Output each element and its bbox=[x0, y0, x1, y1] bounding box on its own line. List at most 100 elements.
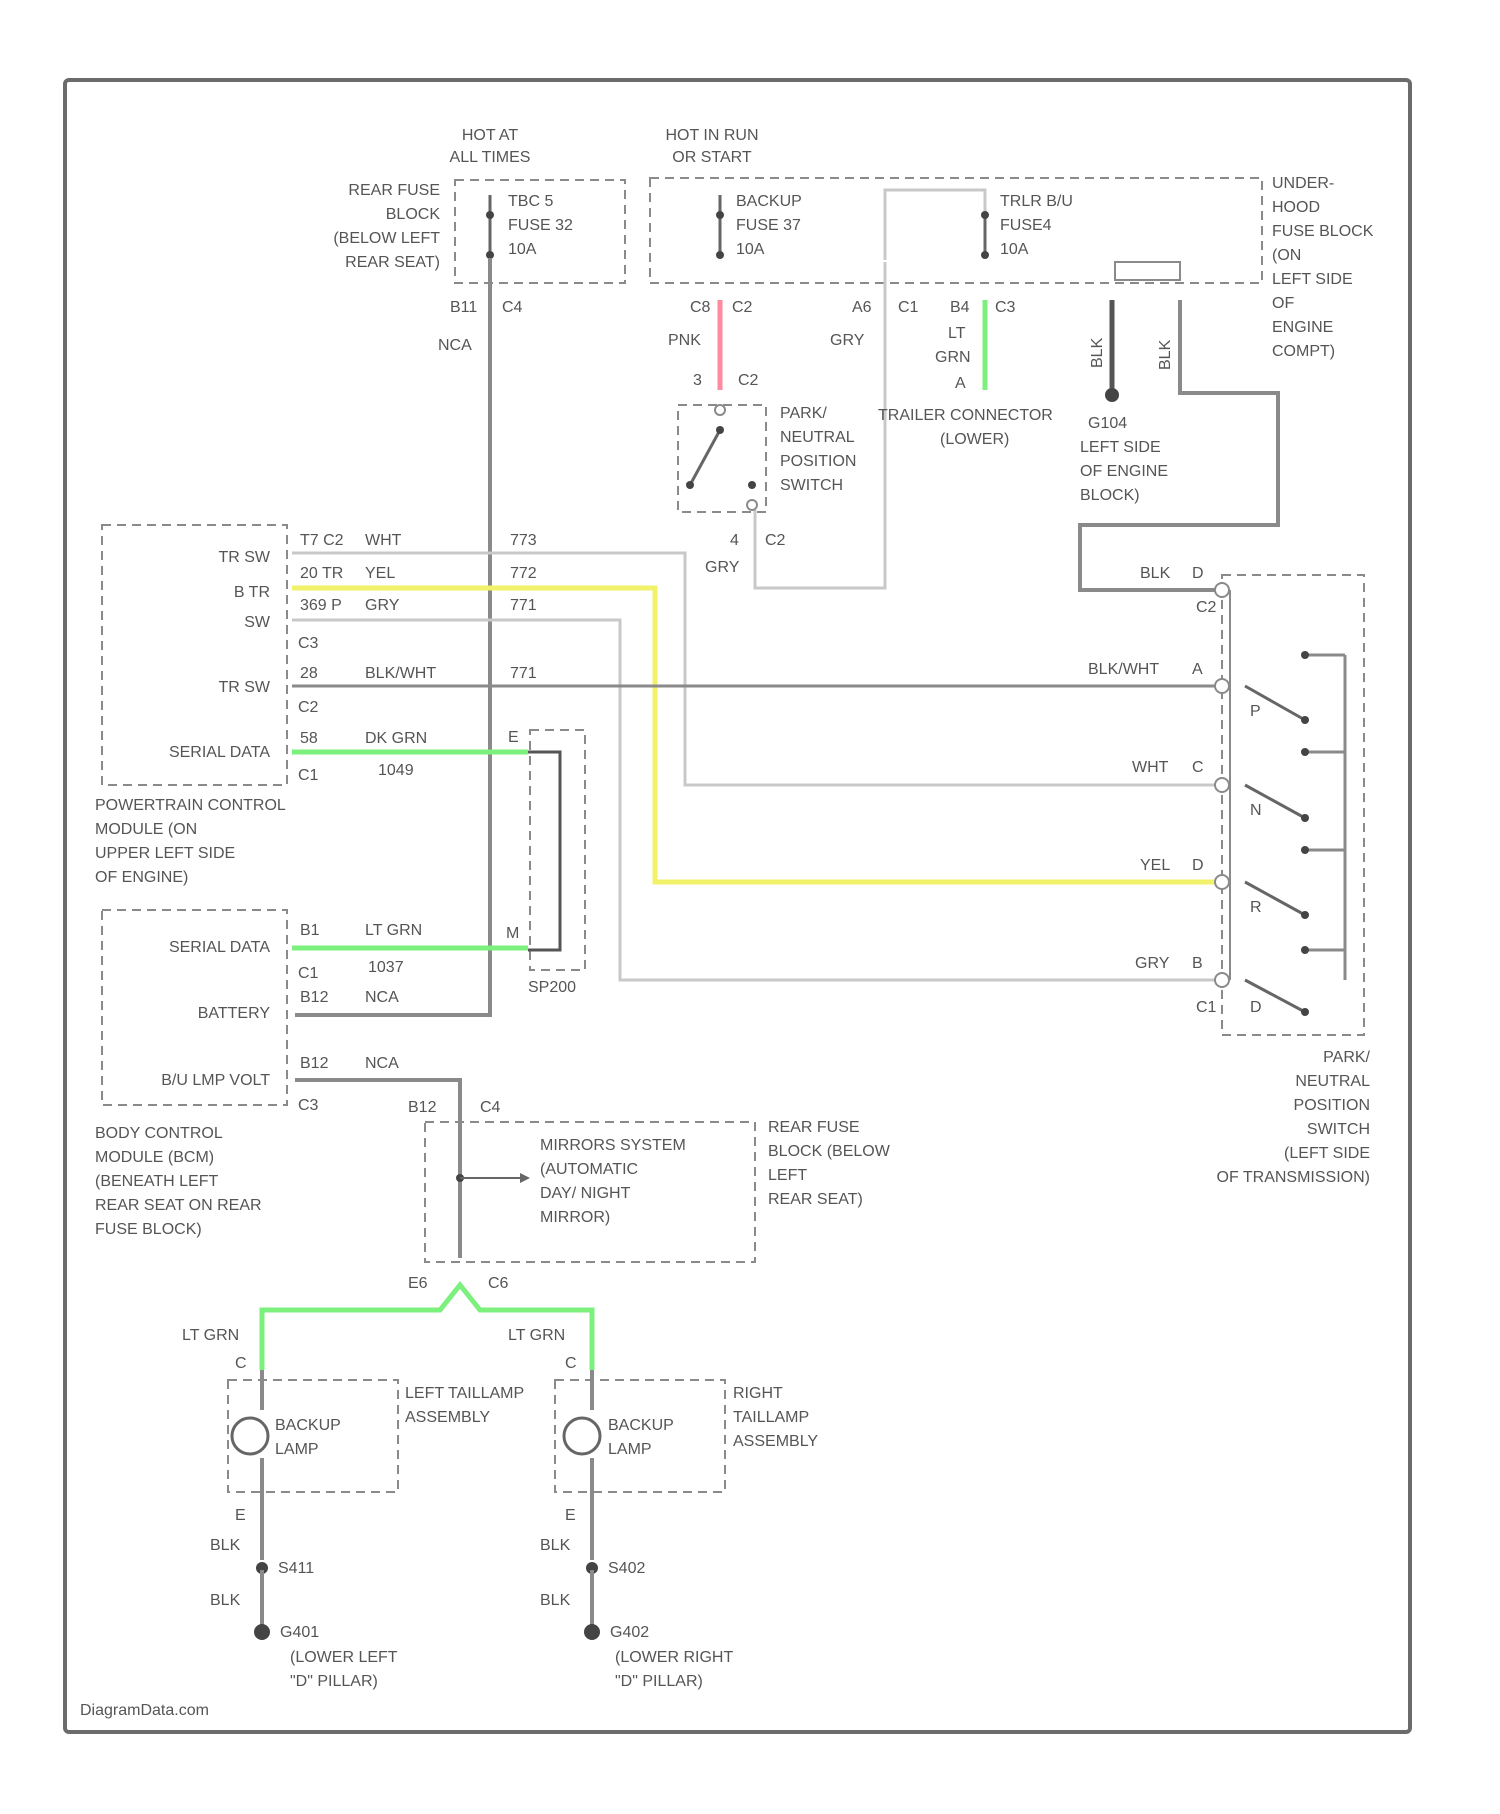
pcm-circuit: 1049 bbox=[378, 762, 414, 779]
trailer-label: TRAILER CONNECTOR(LOWER) bbox=[878, 407, 1053, 448]
pcm-pin-name: TR SW bbox=[218, 679, 270, 696]
pcm-pin-name: SERIAL DATA bbox=[169, 744, 270, 761]
splice-id: SP200 bbox=[528, 979, 576, 996]
pnp-top-pin4: 4 bbox=[730, 532, 739, 549]
pnp-right-pos: D bbox=[1250, 999, 1262, 1016]
right-lamp-wire-top: LT GRN bbox=[508, 1327, 565, 1344]
pcm-pin-num: 58 bbox=[300, 730, 318, 747]
conn-c3: C3 bbox=[995, 299, 1016, 316]
pnp-right-wire: YEL bbox=[1140, 857, 1170, 874]
pnp-top-gry: GRY bbox=[705, 559, 740, 576]
pnp-right-wire: BLK/WHT bbox=[1088, 661, 1159, 678]
bcm-wire: LT GRN bbox=[365, 922, 422, 939]
pcm-wire: DK GRN bbox=[365, 730, 427, 747]
right-ground: G402 bbox=[610, 1624, 649, 1641]
right-splice: S402 bbox=[608, 1560, 645, 1577]
conn-b4: B4 bbox=[950, 299, 970, 316]
pcm-pin-name: B TR bbox=[234, 584, 270, 601]
right-wire-blk: BLK bbox=[540, 1537, 571, 1554]
splice-sp200: E M SP200 bbox=[506, 729, 585, 996]
pnp-top-conn: C2 bbox=[738, 372, 759, 389]
right-ground-label: (LOWER RIGHT"D" PILLAR) bbox=[615, 1649, 733, 1690]
bcm-pin-num: B12 bbox=[300, 1055, 329, 1072]
pcm-wire: WHT bbox=[365, 532, 402, 549]
right-lamp-pin-b: E bbox=[565, 1507, 576, 1524]
pcm-conn: C2 bbox=[298, 699, 319, 716]
pcm-module: TR SW B TR SW TR SW SERIAL DATA T7 C2 20… bbox=[95, 525, 537, 886]
pcm-wire: GRY bbox=[365, 597, 400, 614]
pcm-pin-num: 20 TR bbox=[300, 565, 343, 582]
pcm-wire: BLK/WHT bbox=[365, 665, 436, 682]
pnp-right-pos: N bbox=[1250, 802, 1262, 819]
right-wire-blk2: BLK bbox=[540, 1592, 571, 1609]
right-bulb bbox=[564, 1418, 600, 1454]
wire-nca-battery bbox=[295, 258, 490, 1015]
left-splice: S411 bbox=[278, 1560, 314, 1577]
bcm-pin-num: B12 bbox=[300, 989, 329, 1006]
pcm-conn: C1 bbox=[298, 767, 319, 784]
pnp-right-pin: C bbox=[1192, 759, 1204, 776]
rear-fuse-block-label: REAR FUSEBLOCK(BELOW LEFTREAR SEAT) bbox=[333, 182, 440, 271]
wire-gry-label: GRY bbox=[830, 332, 865, 349]
pnp-right-pin: B bbox=[1192, 955, 1203, 972]
bcm-pin-name: B/U LMP VOLT bbox=[161, 1072, 270, 1089]
pnp-right-pin: D bbox=[1192, 565, 1204, 582]
bcm-pin-num: B1 bbox=[300, 922, 320, 939]
mirror-label: MIRRORS SYSTEM(AUTOMATICDAY/ NIGHTMIRROR… bbox=[540, 1137, 686, 1226]
bcm-circuit: 1037 bbox=[368, 959, 404, 976]
pcm-circuit: 772 bbox=[510, 565, 537, 582]
bcm-pin-name: BATTERY bbox=[198, 1005, 271, 1022]
bcm-conn: C3 bbox=[298, 1097, 319, 1114]
pnp-right-pos: P bbox=[1250, 703, 1261, 720]
wire-blk-pnp-label: BLK bbox=[1157, 339, 1174, 370]
conn-b11: B11 bbox=[450, 299, 477, 316]
left-ground: G401 bbox=[280, 1624, 319, 1641]
bcm-conn: C1 bbox=[298, 965, 319, 982]
wire-yel-pcm bbox=[292, 588, 1222, 882]
right-lamp-pin: C bbox=[565, 1355, 577, 1372]
conn-c8: C8 bbox=[690, 299, 711, 316]
conn-c2: C2 bbox=[732, 299, 753, 316]
pnp-right-conn: C1 bbox=[1196, 999, 1217, 1016]
wire-blk-g104-label: BLK bbox=[1089, 337, 1106, 368]
pnp-switch-right: BLK D C2 BLK/WHT A P WHT C N YEL D R GRY… bbox=[1088, 565, 1371, 1186]
watermark: DiagramData.com bbox=[80, 1702, 209, 1719]
left-lamp-pin-b: E bbox=[235, 1507, 246, 1524]
wire-pnk-label: PNK bbox=[668, 332, 701, 349]
left-lamp-wire-top: LT GRN bbox=[182, 1327, 239, 1344]
conn-c4-lower: C4 bbox=[480, 1099, 501, 1116]
conn-c1: C1 bbox=[898, 299, 919, 316]
trailer-pin: A bbox=[955, 375, 966, 392]
left-wire-blk2: BLK bbox=[210, 1592, 241, 1609]
left-wire-blk: BLK bbox=[210, 1537, 241, 1554]
pcm-pin-num: T7 C2 bbox=[300, 532, 344, 549]
bcm-wire: NCA bbox=[365, 989, 399, 1006]
ground-g104-dot bbox=[1105, 388, 1119, 402]
pcm-conn: C3 bbox=[298, 635, 319, 652]
conn-a6: A6 bbox=[852, 299, 872, 316]
pcm-pin-num: 28 bbox=[300, 665, 318, 682]
pcm-pin-name: TR SW bbox=[218, 549, 270, 566]
pnp-top-pin3: 3 bbox=[693, 372, 702, 389]
splice-pin-m: M bbox=[506, 925, 519, 942]
conn-e6: E6 bbox=[408, 1275, 428, 1292]
top-connectors: B11 C4 C8 C2 A6 C1 B4 C3 bbox=[450, 299, 1016, 316]
pnp-top-conn-b: C2 bbox=[765, 532, 786, 549]
pnp-right-pos: R bbox=[1250, 899, 1262, 916]
pcm-circuit: 773 bbox=[510, 532, 537, 549]
